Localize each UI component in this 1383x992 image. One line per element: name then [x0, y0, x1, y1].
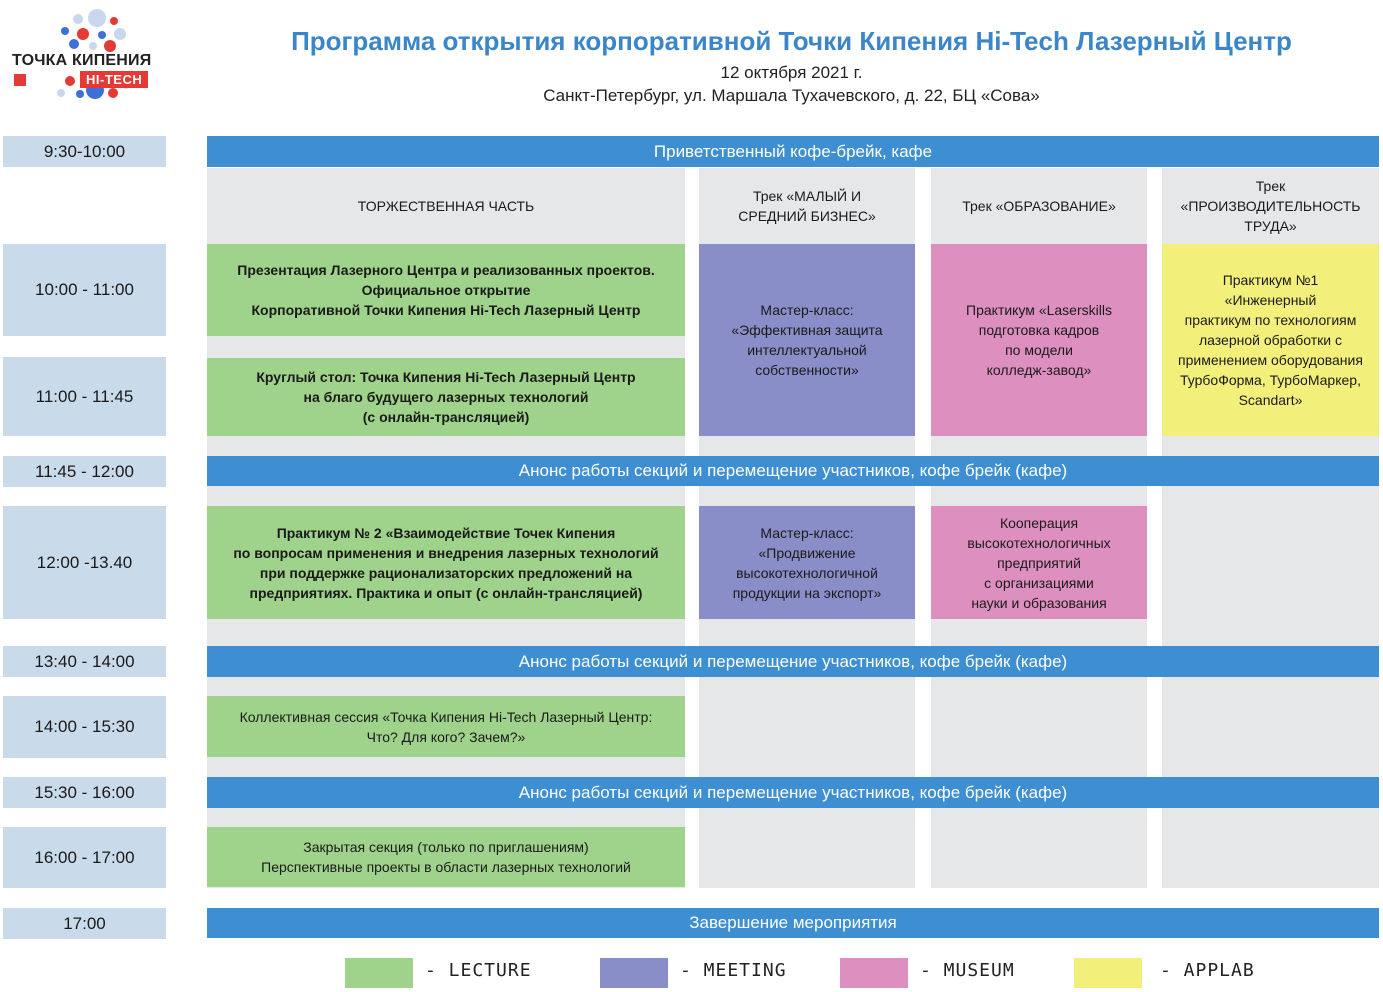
time-slot: 14:00 - 15:30	[3, 696, 166, 758]
time-slot: 9:30-10:00	[3, 136, 166, 167]
break-bar: Анонс работы секций и перемещение участн…	[207, 646, 1379, 677]
logo-text: ТОЧКА КИПЕНИЯ	[12, 52, 152, 69]
time-slot: 15:30 - 16:00	[3, 777, 166, 808]
break-bar: Анонс работы секций и перемещение участн…	[207, 777, 1379, 808]
legend-swatch-applab	[1074, 958, 1142, 988]
time-slot: 11:00 - 11:45	[3, 357, 166, 436]
session-laserskills: Практикум «Laserskills подготовка кадров…	[931, 244, 1147, 436]
logo-dots-icon	[57, 9, 130, 99]
logo: ТОЧКА КИПЕНИЯ HI-TECH	[10, 6, 195, 106]
session-practicum-2: Практикум № 2 «Взаимодействие Точек Кипе…	[207, 506, 685, 619]
break-bar: Анонс работы секций и перемещение участн…	[207, 456, 1379, 486]
closing-bar: Завершение мероприятия	[207, 908, 1379, 938]
event-date: 12 октября 2021 г.	[720, 63, 863, 82]
time-slot: 13:40 - 14:00	[3, 646, 166, 677]
session-roundtable: Круглый стол: Точка Кипения Hi-Tech Лазе…	[207, 358, 685, 436]
welcome-bar: Приветственный кофе-брейк, кафе	[207, 136, 1379, 167]
legend-label-lecture: - LECTURE	[425, 960, 532, 981]
legend-label-museum: - MUSEUM	[920, 960, 1015, 981]
legend-label-meeting: - MEETING	[680, 960, 787, 981]
session-masterclass-export: Мастер-класс: «Продвижение высокотехноло…	[699, 506, 915, 619]
track-header-main: ТОРЖЕСТВЕННАЯ ЧАСТЬ	[357, 198, 535, 214]
page-title: Программа открытия корпоративной Точки К…	[291, 26, 1292, 56]
session-closed: Закрытая секция (только по приглашениям)…	[207, 827, 685, 887]
time-slot: 11:45 - 12:00	[3, 456, 166, 487]
track-header-productivity: Трек «ПРОИЗВОДИТЕЛЬНОСТЬ ТРУДА»	[1180, 178, 1361, 234]
session-practicum-1: Практикум №1 «Инженерный практикум по те…	[1162, 244, 1379, 436]
logo-badge: HI-TECH	[80, 71, 149, 88]
time-slot: 12:00 -13.40	[3, 506, 166, 619]
legend-label-applab: - APPLAB	[1160, 960, 1255, 981]
track-header-business: Трек «МАЛЫЙ И СРЕДНИЙ БИЗНЕС»	[738, 188, 876, 224]
session-cooperation: Кооперация высокотехнологичных предприят…	[931, 506, 1147, 619]
track-header-education: Трек «ОБРАЗОВАНИЕ»	[962, 198, 1116, 214]
session-collective: Коллективная сессия «Точка Кипения Hi-Te…	[207, 696, 685, 757]
time-slot: 16:00 - 17:00	[3, 827, 166, 888]
legend-swatch-lecture	[345, 958, 413, 988]
time-slot: 17:00	[3, 908, 166, 939]
session-masterclass-ip: Мастер-класс: «Эффективная защита интелл…	[699, 244, 915, 436]
logo-square-icon	[14, 74, 26, 86]
session-presentation: Презентация Лазерного Центра и реализова…	[207, 244, 685, 336]
event-address: Санкт-Петербург, ул. Маршала Тухачевског…	[543, 86, 1040, 105]
legend-swatch-museum	[840, 958, 908, 988]
legend-swatch-meeting	[600, 958, 668, 988]
time-slot: 10:00 - 11:00	[3, 244, 166, 336]
